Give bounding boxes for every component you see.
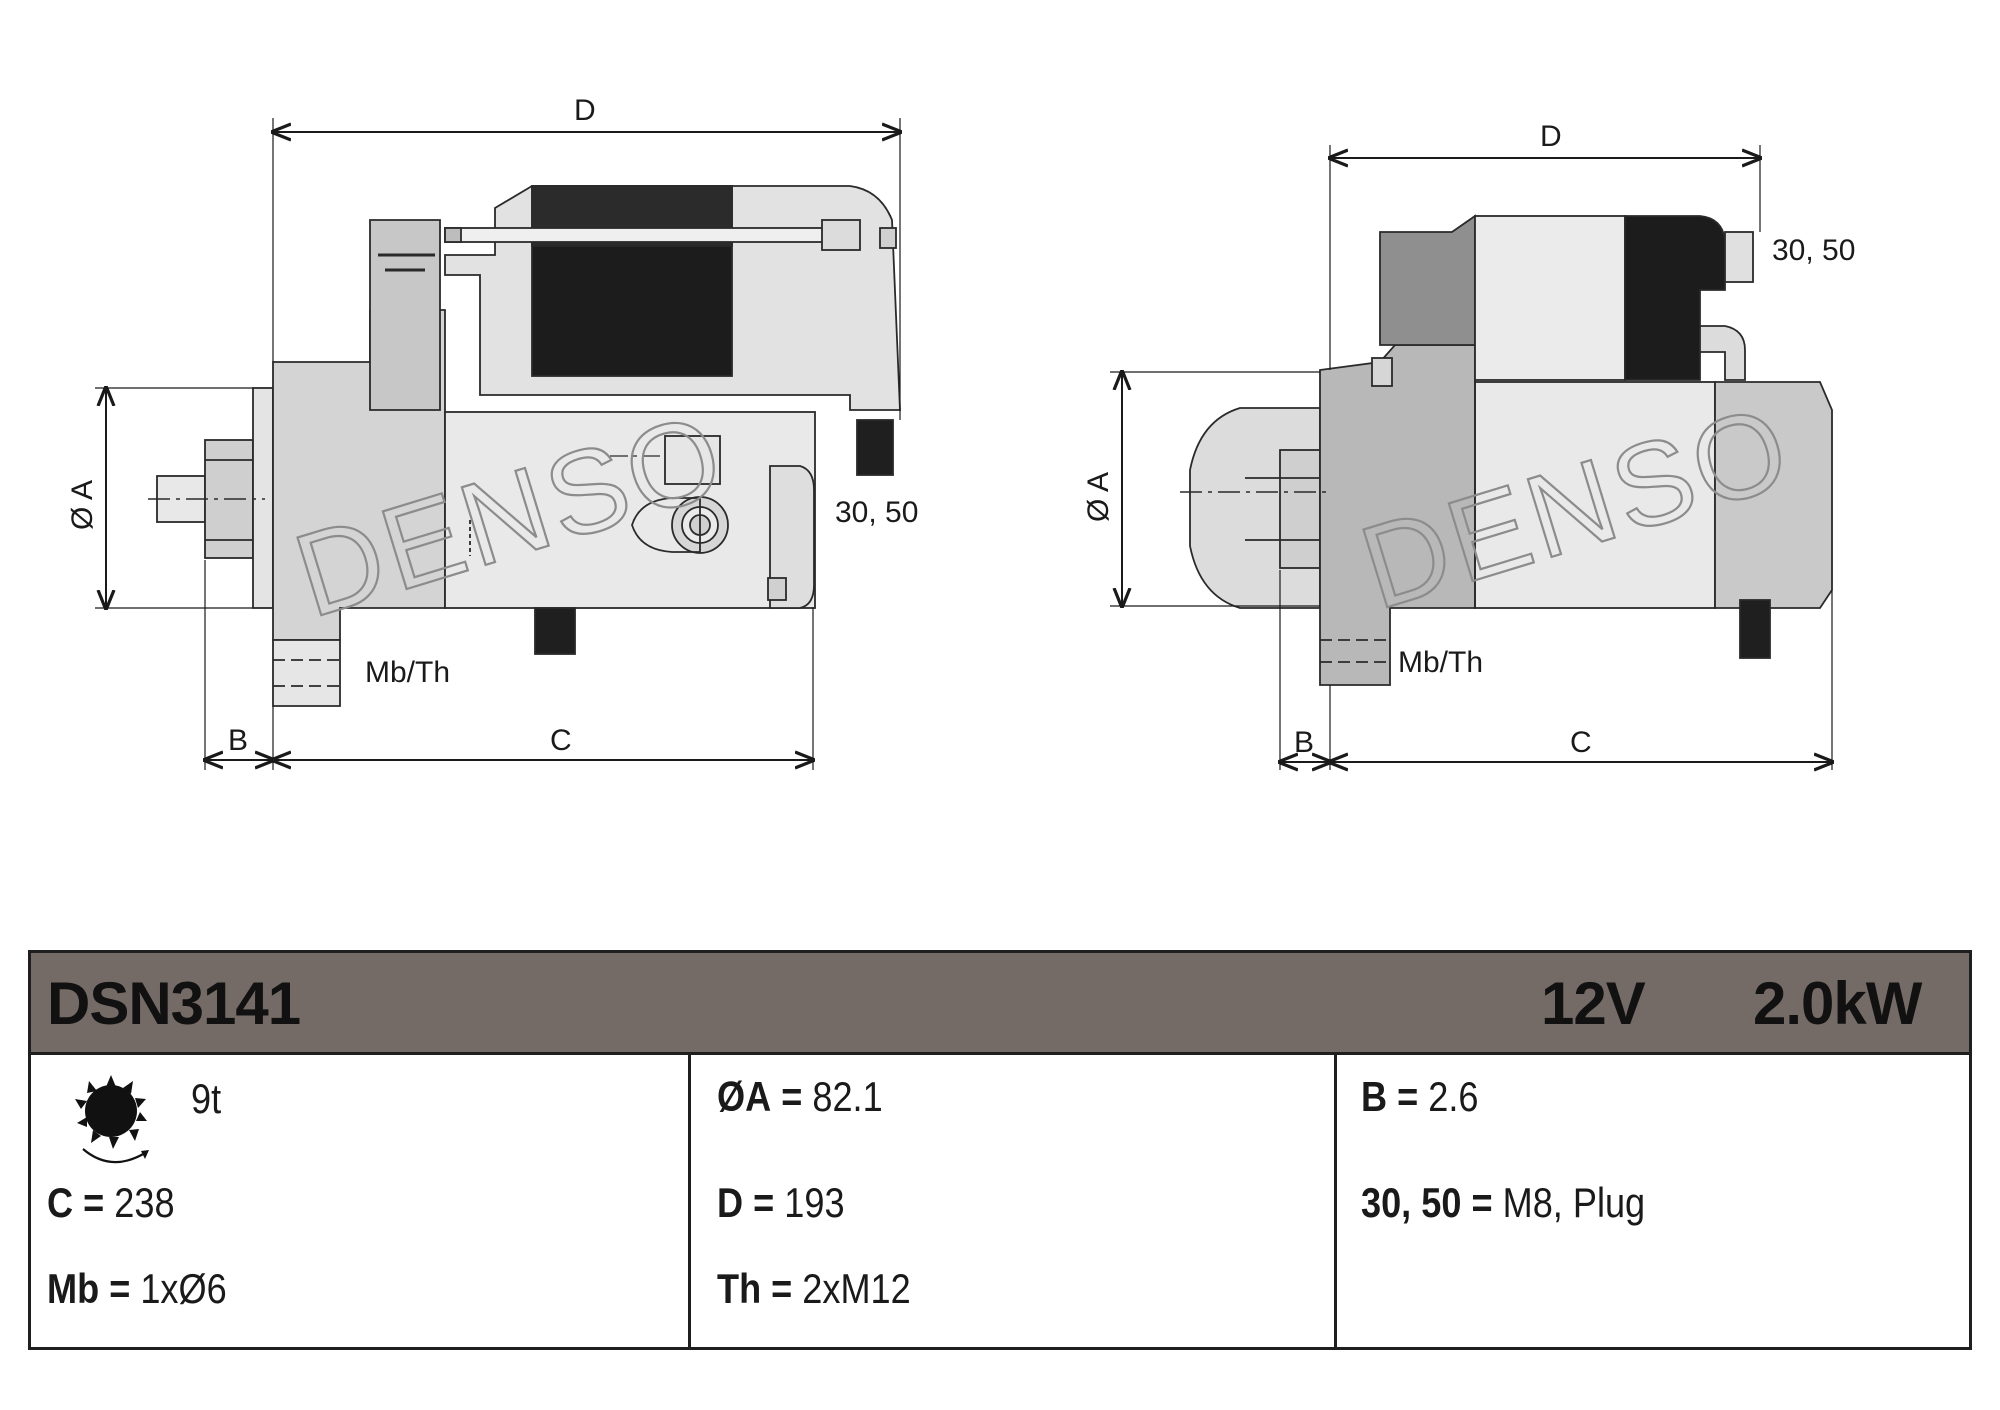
- drive-tower-left: [369, 219, 441, 411]
- motor-body-right: [1474, 381, 1716, 609]
- terminal-label-right: 30, 50: [1772, 234, 1855, 267]
- dim-a-left: Ø A: [66, 480, 99, 530]
- motor-body-left: [444, 411, 816, 609]
- left-dimensions: [95, 118, 900, 770]
- dim-b-left: B: [228, 724, 248, 757]
- pinion-gear-icon: [75, 1075, 149, 1164]
- mount-boss-left: [534, 607, 576, 655]
- spec-terminal: 30, 50 = M8, Plug: [1361, 1179, 1646, 1226]
- left-view: [148, 185, 901, 707]
- dim-d-left: D: [574, 94, 596, 127]
- right-dimensions: [1110, 145, 1832, 770]
- solenoid-rod-left: [444, 227, 836, 243]
- dim-c-right: C: [1570, 726, 1592, 759]
- spec-c: C = 238: [47, 1179, 175, 1226]
- drive-tower-right: [1379, 214, 1476, 346]
- spec-d: D = 193: [717, 1179, 845, 1226]
- mount-label-right: Mb/Th: [1398, 646, 1483, 679]
- technical-drawing: DENSO D Ø A B C 30, 50 Mb/Th: [66, 94, 1855, 880]
- mount-label-left: Mb/Th: [365, 656, 450, 689]
- spec-b: B = 2.6: [1361, 1073, 1479, 1120]
- spec-column-1: 9t C = 238 Mb = 1xØ6: [31, 1055, 691, 1347]
- spec-mb: Mb = 1xØ6: [47, 1265, 227, 1312]
- solenoid-black-right: [1624, 215, 1726, 381]
- spec-column-2: ØA = 82.1 D = 193 Th = 2xM12: [691, 1055, 1337, 1347]
- spec-table: DSN3141 12V 2.0kW 9t C = 238: [28, 950, 1972, 1350]
- part-number: DSN3141: [47, 970, 301, 1037]
- dim-d-right: D: [1540, 120, 1562, 153]
- dim-b-right: B: [1294, 726, 1314, 759]
- dim-a-right: Ø A: [1082, 472, 1115, 522]
- terminal-post-left: [856, 419, 894, 476]
- front-flange-left: [252, 387, 274, 609]
- voltage: 12V: [1541, 970, 1646, 1037]
- solenoid-body-right: [1474, 215, 1626, 381]
- terminal-label-left: 30, 50: [835, 496, 918, 529]
- power-rating: 2.0kW: [1753, 970, 1922, 1037]
- spec-header: DSN3141 12V 2.0kW: [31, 953, 1969, 1055]
- dim-c-left: C: [550, 724, 572, 757]
- spec-th: Th = 2xM12: [717, 1265, 911, 1312]
- motor-end-cap-left: [769, 465, 815, 609]
- spec-a: ØA = 82.1: [717, 1073, 883, 1120]
- pinion-gear-right: [1279, 449, 1321, 569]
- terminal-post-right: [1739, 599, 1771, 659]
- mount-foot-left: [272, 639, 341, 707]
- spec-column-3: B = 2.6 30, 50 = M8, Plug: [1337, 1055, 1969, 1347]
- teeth-count: 9t: [191, 1075, 222, 1122]
